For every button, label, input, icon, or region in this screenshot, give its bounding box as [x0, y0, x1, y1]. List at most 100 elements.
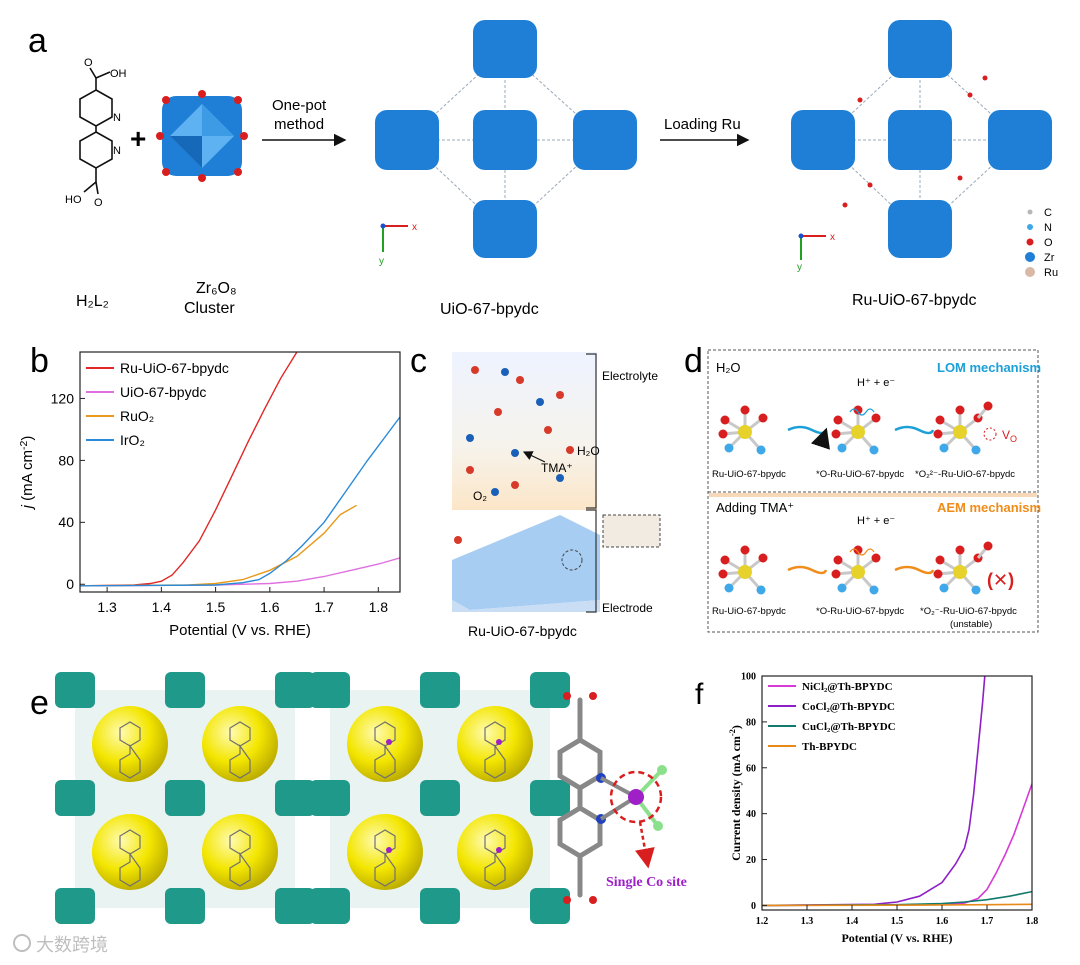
- x-axis-label: Potential (V vs. RHE): [841, 931, 952, 945]
- ru-octahedron: [933, 401, 993, 455]
- axis-indicator-2: [798, 233, 826, 260]
- zr6o8-cluster: [156, 90, 248, 182]
- ru-octahedron: [831, 405, 881, 455]
- y-tick-label: 80: [746, 717, 756, 728]
- d-unstable: (unstable): [950, 619, 992, 630]
- co-atom: [496, 847, 502, 853]
- series-line-1: [762, 676, 986, 907]
- pore-sphere: [347, 814, 423, 890]
- zr-polyhedron: [310, 888, 350, 924]
- zr-polyhedron: [165, 672, 205, 708]
- zr-polyhedron: [420, 672, 460, 708]
- pore-sphere: [347, 706, 423, 782]
- zr-polyhedron: [530, 888, 570, 924]
- legend-label-1: UiO-67-bpydc: [120, 384, 206, 400]
- legend-atom-c: [1027, 209, 1033, 215]
- legend-atom-ru: [1025, 267, 1035, 277]
- legend-label-2: CuCl₂@Th-BPYDC: [802, 721, 896, 733]
- linker-molecule: [374, 721, 396, 779]
- co-site-arrow: [635, 821, 655, 869]
- panel-letter-a: a: [28, 22, 47, 60]
- axis-y-label-2: y: [797, 262, 802, 273]
- lom-wavy: [849, 408, 875, 416]
- co-linker-atoms: [563, 692, 667, 904]
- zr-polyhedron: [310, 672, 350, 708]
- plot-frame: [79, 351, 401, 593]
- linker-molecule: [229, 721, 251, 779]
- x-tick-label: 1.2: [756, 916, 769, 927]
- d-top-label-1: *O-Ru-UiO-67-bpydc: [816, 469, 904, 480]
- co-atom: [386, 847, 392, 853]
- panel-c: c Electrolyte TMA⁺ H₂O O₂ Electrode Ru-U…: [410, 342, 661, 639]
- legend-label-2: RuO₂: [120, 408, 154, 424]
- axis-x-label-2: x: [830, 232, 835, 243]
- single-co-label: Single Co site: [606, 875, 687, 890]
- y-tick-label: 40: [746, 809, 756, 820]
- zr-polyhedron: [165, 888, 205, 924]
- co-atom: [496, 739, 502, 745]
- panel-letter-e: e: [30, 684, 49, 722]
- he-bottom: H⁺ + e⁻: [857, 515, 895, 527]
- tma-arrow: [522, 451, 546, 463]
- electrode-label: Electrode: [602, 601, 653, 615]
- legend-label-0: NiCl₂@Th-BPYDC: [802, 681, 893, 693]
- pore-sphere: [202, 814, 278, 890]
- x-tick-label: 1.7: [314, 599, 334, 615]
- electrode-surface: [452, 515, 600, 612]
- x-tick-label: 1.3: [97, 599, 117, 615]
- d-bottom-label-0: Ru-UiO-67-bpydc: [712, 606, 786, 617]
- x-tick-label: 1.8: [1026, 916, 1039, 927]
- aem-arrow-2: [894, 565, 935, 575]
- mof-sphere-grids: [55, 672, 570, 924]
- x-tick-label: 1.5: [891, 916, 904, 927]
- panel-letter-c: c: [410, 342, 427, 380]
- legend-label-c: C: [1044, 207, 1052, 219]
- pore-sphere: [457, 814, 533, 890]
- axis-x-label-1: x: [412, 222, 417, 233]
- x-tick-label: 1.5: [206, 599, 226, 615]
- cross-mark: (✕): [987, 570, 1014, 590]
- lom-label: LOM mechanism: [937, 360, 1041, 375]
- legend-label-ru: Ru: [1044, 267, 1058, 279]
- active-site-circle: [561, 549, 583, 571]
- ru-octahedron: [933, 541, 993, 595]
- watermark: 大数跨境: [13, 934, 108, 955]
- ru-octahedron: [831, 545, 881, 595]
- aem-arrow-1: [787, 565, 828, 575]
- ru-octahedron: [718, 545, 768, 595]
- mof1-label: UiO-67-bpydc: [440, 301, 539, 318]
- d-bottom-left: Adding TMA⁺: [716, 500, 794, 515]
- d-top-label-0: Ru-UiO-67-bpydc: [712, 469, 786, 480]
- ligand-n-top: N: [113, 112, 121, 124]
- legend-label-n: N: [1044, 222, 1052, 234]
- panel-d: d H₂O LOM mechanism H⁺ + e⁻ Adding TMA⁺ …: [684, 342, 1041, 633]
- y-tick-label: 60: [746, 763, 756, 774]
- x-tick-label: 1.6: [936, 916, 949, 927]
- panel-letter-f: f: [695, 678, 704, 711]
- linker-molecule: [484, 721, 506, 779]
- zr-polyhedron: [530, 672, 570, 708]
- zoom-inset: [602, 514, 661, 548]
- zr-polyhedron: [275, 888, 315, 924]
- y-axis-label: j (mA cm-2): [18, 436, 36, 511]
- ligand-o-top: O: [84, 57, 93, 69]
- panel-c-caption: Ru-UiO-67-bpydc: [468, 623, 577, 639]
- linker-molecule: [374, 829, 396, 887]
- he-top: H⁺ + e⁻: [857, 377, 895, 389]
- cluster-label-1: Zr₆O₈: [196, 280, 237, 297]
- co-atom: [386, 739, 392, 745]
- d-top-left: H₂O: [716, 360, 741, 375]
- linker-molecule: [119, 829, 141, 887]
- y-tick-label: 100: [741, 672, 756, 683]
- watermark-text: 大数跨境: [36, 935, 108, 955]
- aem-label: AEM mechanism: [937, 500, 1041, 515]
- d-bottom-label-1: *O-Ru-UiO-67-bpydc: [816, 606, 904, 617]
- series-line-1: [80, 557, 400, 587]
- co-site-circle: [609, 770, 663, 824]
- ligand-label: H₂L₂: [76, 293, 109, 310]
- series-line-2: [762, 890, 1032, 907]
